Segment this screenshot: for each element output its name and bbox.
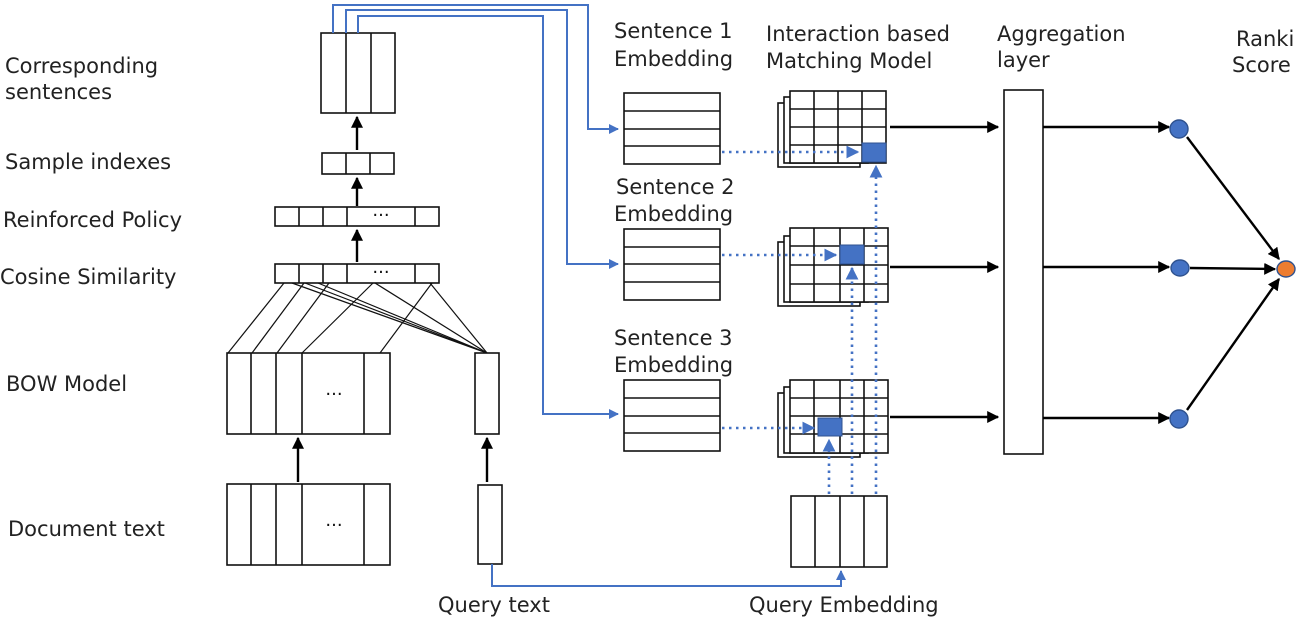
route-to-sentence2 (345, 9, 619, 269)
score-label-line1: Ranki (1236, 27, 1294, 51)
sentence3-embedding (623, 379, 721, 452)
sample-indexes-block (321, 152, 395, 175)
query-text-vector (477, 484, 503, 565)
sentence-to-matrix-dotted (722, 145, 860, 435)
reinforced-policy-label: Reinforced Policy (3, 208, 182, 232)
node1-to-score-arrow (1186, 136, 1280, 260)
sentence1-embedding (623, 92, 721, 165)
corresponding-sentences-block (320, 32, 396, 114)
sentence3-label-line2: Embedding (614, 353, 733, 377)
query-text-label: Query text (438, 593, 550, 617)
sample-indexes-label: Sample indexes (5, 150, 171, 174)
bow-model-label: BOW Model (6, 372, 127, 396)
query-to-matrix-dotted (822, 164, 883, 494)
ranking-score-circle (1276, 260, 1296, 278)
sentence2-embedding (623, 228, 721, 301)
node2-circle (1170, 259, 1190, 277)
aggregation-layer (1003, 89, 1044, 455)
route-to-sentence1 (332, 4, 619, 134)
query-embedding-block (790, 495, 888, 568)
matrix1-highlight-cell (861, 142, 887, 163)
query-embedding-label: Query Embedding (749, 593, 939, 617)
document-ellipsis: ··· (325, 515, 342, 536)
policy-ellipsis: ··· (372, 205, 389, 226)
node1-circle (1169, 119, 1189, 139)
aggregation-label-line2: layer (997, 48, 1050, 72)
score-label-line2: Score (1232, 53, 1291, 77)
aggregation-label-line1: Aggregation (997, 22, 1126, 46)
matrix3-highlight-cell (817, 417, 843, 437)
bow-ellipsis: ··· (325, 384, 342, 405)
node2-to-score-arrow (1189, 262, 1277, 275)
interaction-matrix-2 (777, 227, 889, 307)
interaction-matrix-1 (777, 90, 887, 168)
cosine-ellipsis: ··· (372, 262, 389, 283)
route-to-sentence3 (357, 15, 619, 419)
sentence-routing-lines (332, 4, 846, 587)
interaction-label-line1: Interaction based (766, 22, 950, 46)
score-nodes (1169, 119, 1296, 429)
similarity-connections (227, 282, 488, 354)
sentence3-label-line1: Sentence 3 (614, 326, 733, 350)
sentence2-label-line2: Embedding (614, 202, 733, 226)
interaction-label-line2: Matching Model (766, 49, 932, 73)
bow-model-block: ··· (226, 352, 391, 435)
document-text-label: Document text (8, 517, 165, 541)
sentence2-label-line1: Sentence 2 (616, 175, 735, 199)
left-labels: Corresponding sentences Sample indexes R… (0, 54, 182, 541)
cosine-similarity-label: Cosine Similarity (0, 265, 176, 289)
interaction-matrix-3 (777, 379, 889, 458)
sentence1-label-line1: Sentence 1 (614, 19, 733, 43)
query-bow-vector (474, 352, 500, 435)
cosine-similarity-vector: ··· (274, 262, 440, 284)
matrix2-highlight-cell (839, 244, 865, 265)
route-query-to-embedding (491, 564, 846, 587)
corresponding-sentences-label-line2: sentences (5, 80, 112, 104)
document-text-block: ··· (226, 483, 391, 566)
reinforced-policy-vector: ··· (274, 205, 440, 227)
node3-circle (1169, 409, 1189, 429)
sentence1-label-line2: Embedding (614, 47, 733, 71)
corresponding-sentences-label-line1: Corresponding (5, 54, 158, 78)
node3-to-score-arrow (1186, 278, 1280, 411)
